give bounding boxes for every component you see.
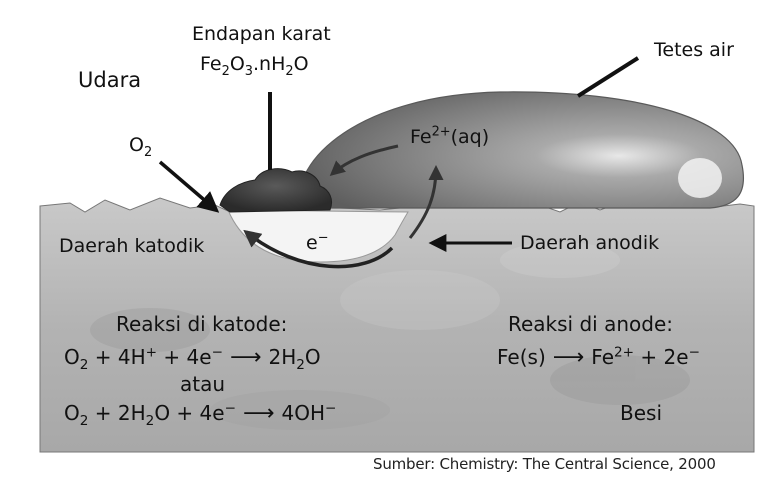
cathodic-region-label: Daerah katodik (59, 236, 204, 258)
iron-label: Besi (620, 402, 662, 425)
water-droplet (299, 92, 743, 208)
source-caption: Sumber: Chemistry: The Central Science, … (373, 456, 716, 473)
oxygen-label: O2 (129, 135, 152, 157)
cathode-equation-2: O2 + 2H2O + 4e− ⟶ 4OH− (64, 401, 336, 426)
iron-ion-label: Fe2+(aq) (410, 127, 489, 149)
rust-formula: Fe2O3.nH2O (200, 54, 309, 76)
anode-equation: Fe(s) ⟶ Fe2+ + 2e− (497, 345, 700, 370)
anode-title: Reaksi di anode: (508, 313, 673, 336)
cathode-title: Reaksi di katode: (116, 313, 287, 336)
water-drop-label: Tetes air (654, 40, 734, 62)
anodic-region-label: Daerah anodik (520, 233, 659, 255)
electron-label: e− (306, 233, 329, 255)
cathode-or-label: atau (180, 373, 225, 396)
droplet-pointer (578, 58, 638, 96)
cathode-equation-1: O2 + 4H+ + 4e− ⟶ 2H2O (64, 345, 321, 370)
air-label: Udara (78, 68, 141, 92)
rust-deposit-label: Endapan karat (192, 24, 331, 46)
